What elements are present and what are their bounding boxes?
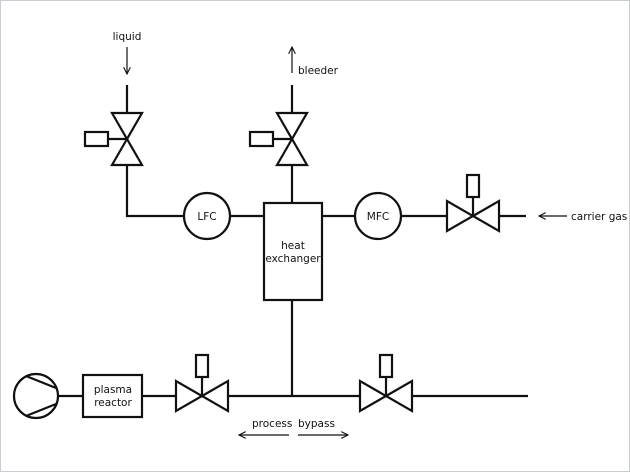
valve-left-triangle [358,379,389,413]
plasma-reactor-label-line1: plasma [94,384,132,396]
mfc-controller: MFC [353,191,403,241]
pump-inner-line-top [25,374,57,390]
valve-left-triangle [174,379,205,413]
valve-lower-triangle [110,136,144,167]
bleeder-label: bleeder [298,65,339,77]
valve-right-triangle [199,379,230,413]
carrier-gas-label: carrier gas [571,211,627,223]
heat-exchanger: heat exchanger [262,201,324,302]
valve-upper-triangle [110,111,144,142]
valve-actuator [83,130,110,148]
bypass-label: bypass [298,418,335,430]
heat-exchanger-label-line1: heat [281,240,305,252]
valve-right-triangle [383,379,414,413]
valve-right-triangle [470,199,501,233]
liquid-label: liquid [113,31,142,43]
valve-left-triangle [445,199,476,233]
mfc-label: MFC [367,211,389,223]
valve-actuator [378,353,394,379]
valve-lower-triangle [275,136,309,167]
valve-upper-triangle [275,111,309,142]
bleeder-outlet: bleeder [292,47,339,77]
bleeder-valve [248,85,309,167]
plasma-reactor: plasma reactor [81,373,144,419]
carrier-gas-valve [445,173,501,233]
process-label: process [252,418,292,430]
liquid-pipe-to-lfc [125,165,184,218]
plasma-reactor-box [81,373,144,419]
liquid-valve [83,85,144,167]
bypass-valve [358,353,414,413]
heat-exchanger-box [262,201,324,302]
carrier-gas-inlet: carrier gas [539,211,627,223]
pump [12,372,60,420]
flow-direction-labels: process bypass [239,418,348,435]
liquid-inlet: liquid [113,31,142,74]
process-valve [174,353,230,413]
valve-actuator [465,173,481,199]
valve-actuator [248,130,275,148]
heat-exchanger-label-line2: exchanger [265,253,321,265]
lfc-label: LFC [197,211,216,223]
lfc-controller: LFC [182,191,232,241]
pump-inner-line-bottom [25,402,57,418]
valve-actuator [194,353,210,379]
plasma-reactor-label-line2: reactor [94,397,132,409]
